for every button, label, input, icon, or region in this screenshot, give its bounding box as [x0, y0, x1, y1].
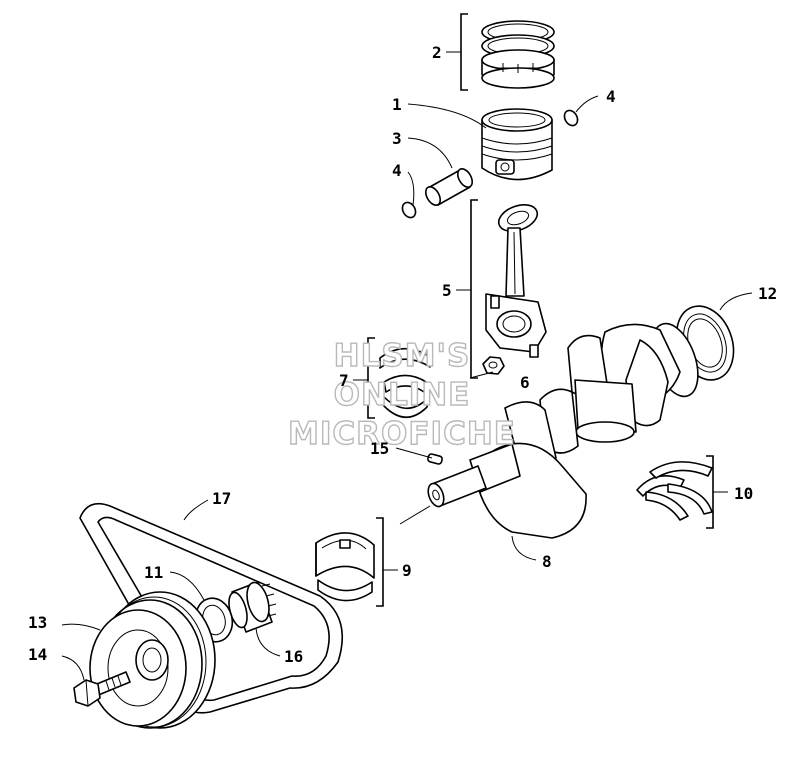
watermark: HLSM'S ONLINE MICROFICHE — [287, 337, 516, 452]
nut — [482, 356, 505, 375]
bolt — [73, 671, 131, 707]
callout-4-lower: 4 — [392, 161, 402, 180]
callout-6: 6 — [520, 373, 530, 392]
crankshaft — [427, 322, 699, 539]
callout-5: 5 — [442, 281, 452, 300]
callout-16: 16 — [284, 647, 303, 666]
circlip-upper — [563, 109, 579, 127]
callout-2: 2 — [432, 43, 442, 62]
callout-10: 10 — [734, 484, 753, 503]
leader-lines — [61, 95, 753, 681]
thrust-washer — [636, 461, 713, 521]
piston-pin — [424, 168, 474, 206]
watermark-line-3: MICROFICHE — [288, 416, 516, 452]
main-bearing — [315, 532, 375, 602]
callout-3: 3 — [392, 129, 402, 148]
watermark-line-1: HLSM'S — [334, 338, 471, 374]
bracket-5 — [456, 199, 478, 379]
callout-13: 13 — [28, 613, 47, 632]
bracket-10 — [706, 455, 728, 529]
callout-4-upper: 4 — [606, 87, 616, 106]
callout-12: 12 — [758, 284, 777, 303]
piston-ring-set — [481, 20, 555, 89]
callout-14: 14 — [28, 645, 47, 664]
callout-11: 11 — [144, 563, 163, 582]
callout-labels: 1 2 3 4 4 5 6 7 8 9 10 11 12 13 14 15 16… — [28, 43, 777, 666]
bracket-7 — [353, 337, 375, 419]
key — [427, 453, 443, 465]
piston — [481, 108, 553, 181]
callout-17: 17 — [212, 489, 231, 508]
bracket-2 — [446, 13, 468, 91]
callout-1: 1 — [392, 95, 402, 114]
connecting-rod — [485, 204, 547, 358]
circlip-lower — [401, 201, 417, 219]
connecting-rod-bearing — [379, 347, 431, 419]
callout-15: 15 — [370, 439, 389, 458]
callout-7: 7 — [339, 371, 349, 390]
watermark-line-2: ONLINE — [334, 377, 471, 413]
callout-9: 9 — [402, 561, 412, 580]
pulley — [89, 591, 216, 729]
callout-8: 8 — [542, 552, 552, 571]
bracket-9 — [376, 517, 398, 607]
